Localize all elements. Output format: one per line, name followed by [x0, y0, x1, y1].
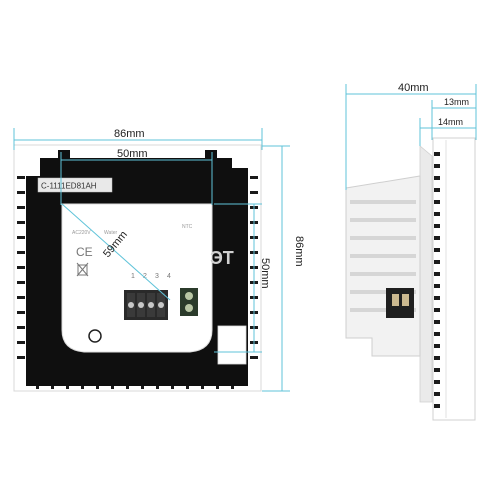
dim-side-13: 13mm	[444, 97, 469, 107]
top-tab-right	[205, 150, 217, 160]
module-ntc-label: NTC	[182, 224, 193, 230]
dim-back-inner-width: 50mm	[117, 148, 148, 160]
terminal-number: 4	[167, 273, 171, 280]
back-view: C-1111ED81AH AC220V Water NTC CE 1 2 3 4	[13, 144, 262, 392]
side-body	[419, 145, 433, 403]
terminal-block	[124, 290, 168, 320]
back-module	[61, 203, 213, 353]
side-face-plate	[432, 137, 476, 421]
side-dimensions: 40mm 13mm 14mm	[345, 82, 477, 190]
terminal-number: 2	[143, 273, 147, 280]
top-tab-left	[58, 150, 70, 160]
ce-mark-icon: CE	[76, 245, 93, 259]
module-voltage-label: AC220V	[72, 230, 91, 236]
dim-side-14: 14mm	[438, 117, 463, 127]
module-mode-label: Water	[104, 230, 117, 236]
sticker-code: C-1111ED81AH	[41, 182, 97, 191]
terminal-number: 1	[131, 273, 135, 280]
watermark: ЭТ	[210, 248, 234, 268]
sticker	[37, 177, 113, 193]
terminal-number: 3	[155, 273, 159, 280]
terminal-numbers: 1 2 3 4	[131, 273, 171, 280]
side-housing-fins	[350, 200, 416, 312]
side-connector	[386, 288, 414, 318]
side-white-tab	[217, 325, 247, 365]
mounting-hole	[88, 329, 102, 343]
side-face-vents	[434, 152, 440, 408]
dim-back-height: 86mm	[293, 236, 305, 267]
dim-side-depth: 40mm	[398, 82, 429, 94]
recycle-bin-icon	[76, 262, 89, 277]
dim-back-width: 86mm	[114, 128, 145, 140]
side-view	[345, 137, 476, 421]
ntc-connector	[180, 288, 198, 316]
dim-back-inner-height: 50mm	[259, 258, 271, 289]
